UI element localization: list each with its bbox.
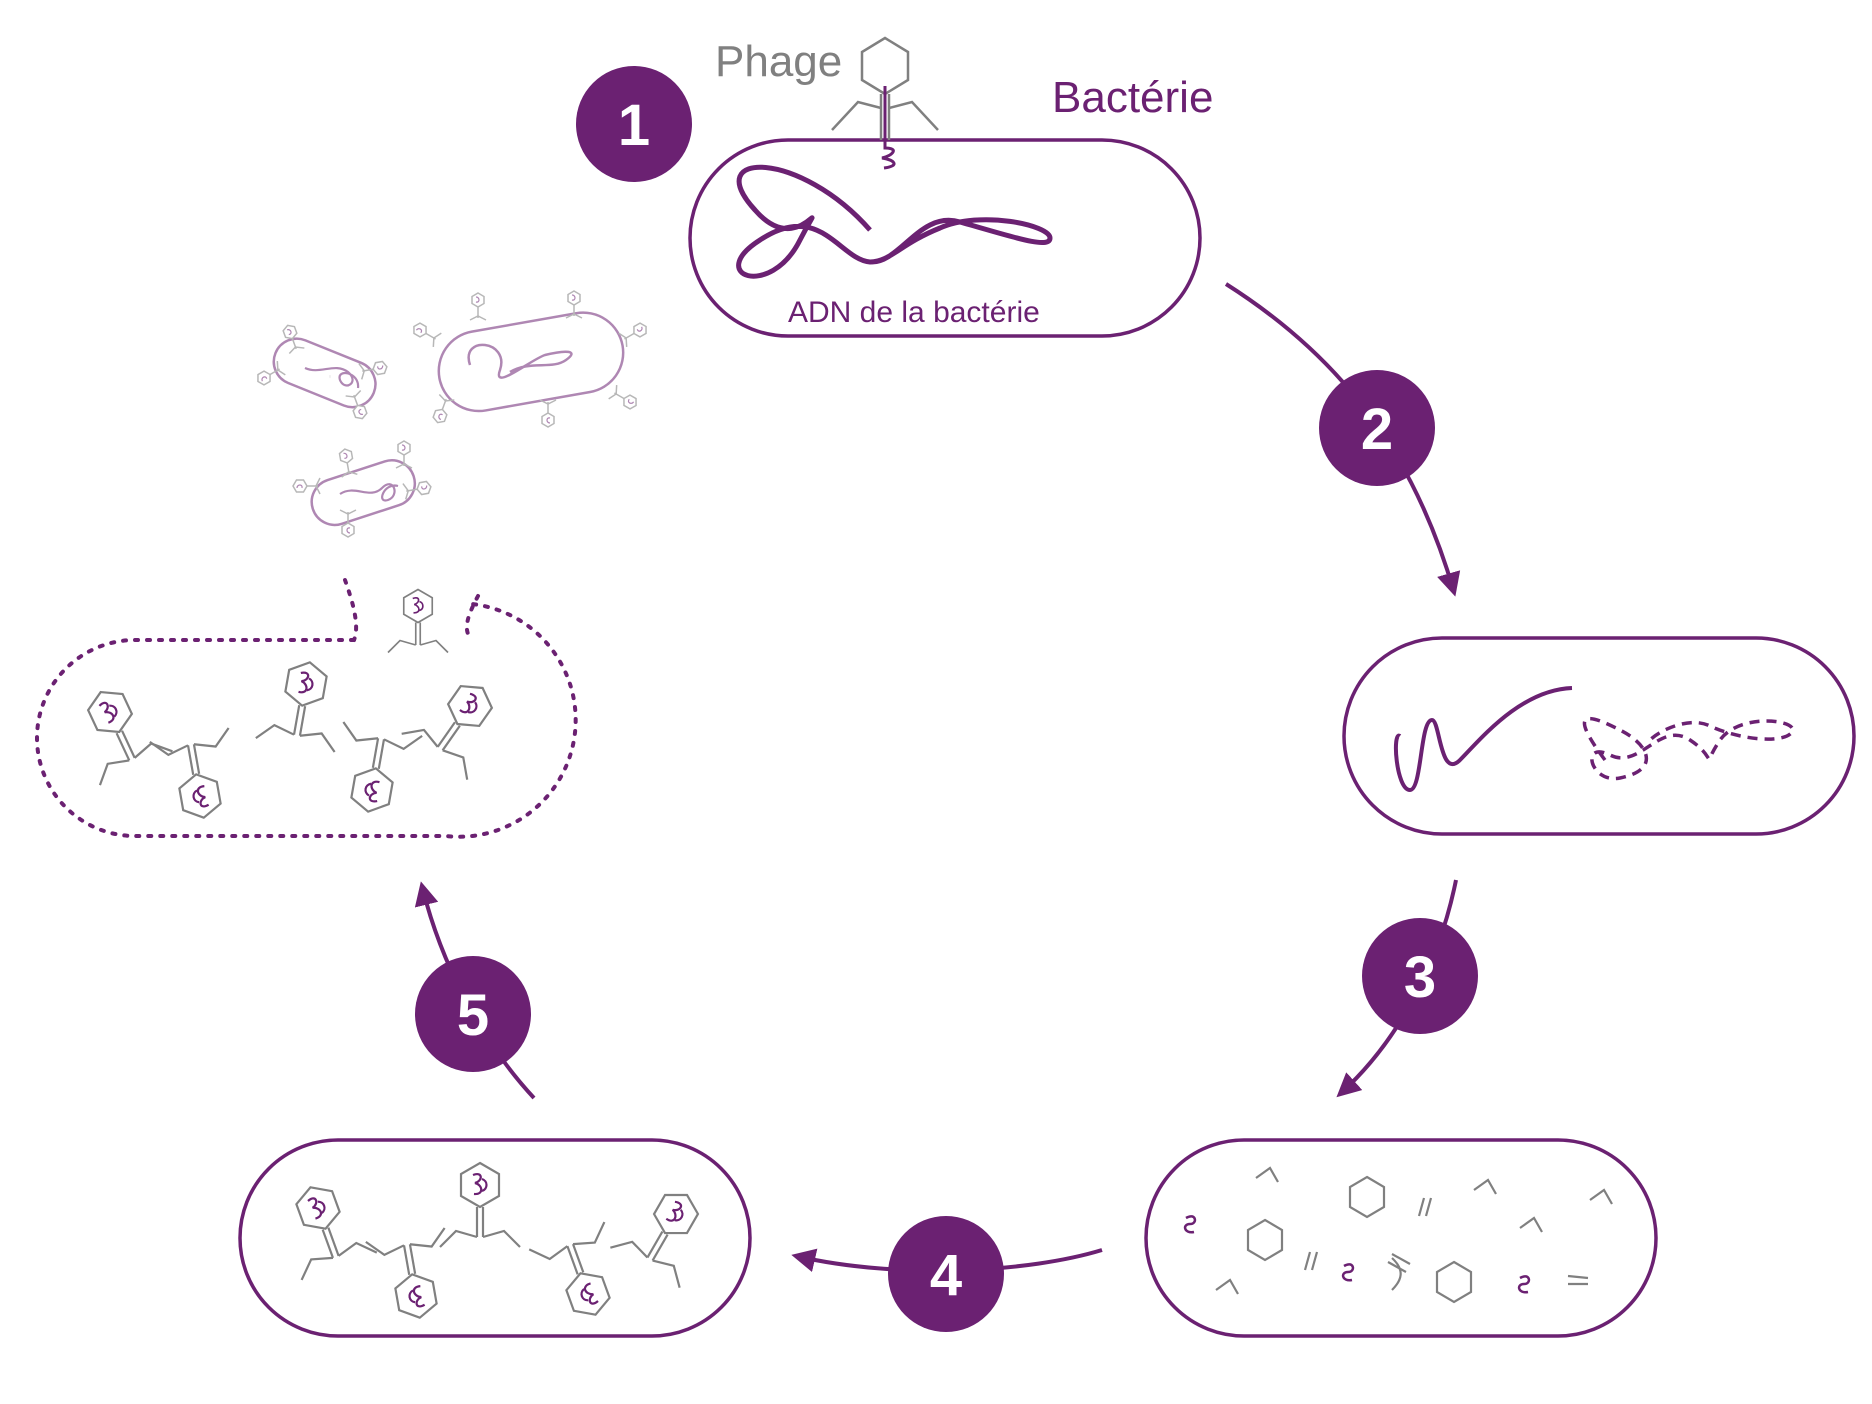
bacterial-dna-label: ADN de la bactérie [788, 296, 1040, 329]
attached-phage [336, 446, 359, 478]
stage-2-dna-takeover [1342, 636, 1856, 836]
new-phage [148, 726, 245, 826]
cycle-arrows [414, 282, 1461, 1273]
stage-5-lysis [35, 578, 578, 839]
phage-label: Phage [715, 37, 842, 86]
bacterium-4 [238, 1138, 752, 1338]
attached-phage [607, 384, 641, 414]
new-phage [400, 663, 517, 781]
tail-part [1387, 1253, 1589, 1286]
bacterial-dna-loops [736, 164, 1053, 279]
attached-phage [469, 292, 487, 321]
new-phage [254, 654, 351, 754]
bacterium-3 [1144, 1138, 1658, 1338]
step-badge-3: 3 [1362, 918, 1478, 1034]
new-infection-cycle [253, 290, 651, 538]
phage-dna-strand [1393, 686, 1573, 793]
lysis-opening-left [343, 578, 359, 642]
step-badge-2: 2 [1319, 370, 1435, 486]
step-badge-5: 5 [415, 956, 531, 1072]
tail-fiber-part [1391, 1257, 1402, 1291]
attached-phage [539, 399, 557, 428]
svg-text:2: 2 [1361, 397, 1393, 462]
new-phage [327, 720, 424, 820]
stage-3-component-synthesis [1144, 1138, 1658, 1338]
svg-text:3: 3 [1404, 945, 1436, 1010]
attached-phage [409, 318, 443, 348]
svg-text:5: 5 [457, 983, 489, 1048]
injecting-phage [831, 36, 939, 170]
new-bacterium [272, 337, 377, 409]
step-badge-4: 4 [888, 1216, 1004, 1332]
attached-phage [617, 318, 651, 348]
new-bacterium-dna [467, 343, 573, 379]
stage-1-infection: ADN de la bactérie Phage Bactérie [688, 36, 1213, 338]
stage-4-assembly [238, 1138, 752, 1338]
degraded-host-dna [1582, 717, 1795, 781]
new-bacterium-dna [304, 366, 360, 389]
svg-text:1: 1 [618, 93, 650, 158]
new-bacterium-dna [339, 483, 399, 502]
bacterium-2 [1342, 636, 1856, 836]
lysis-opening-right [464, 594, 480, 642]
bacterium-label: Bactérie [1052, 73, 1213, 122]
escaping-phage [387, 588, 449, 654]
step-badge-1: 1 [576, 66, 692, 182]
svg-text:4: 4 [930, 1243, 962, 1308]
new-phage [63, 674, 174, 787]
